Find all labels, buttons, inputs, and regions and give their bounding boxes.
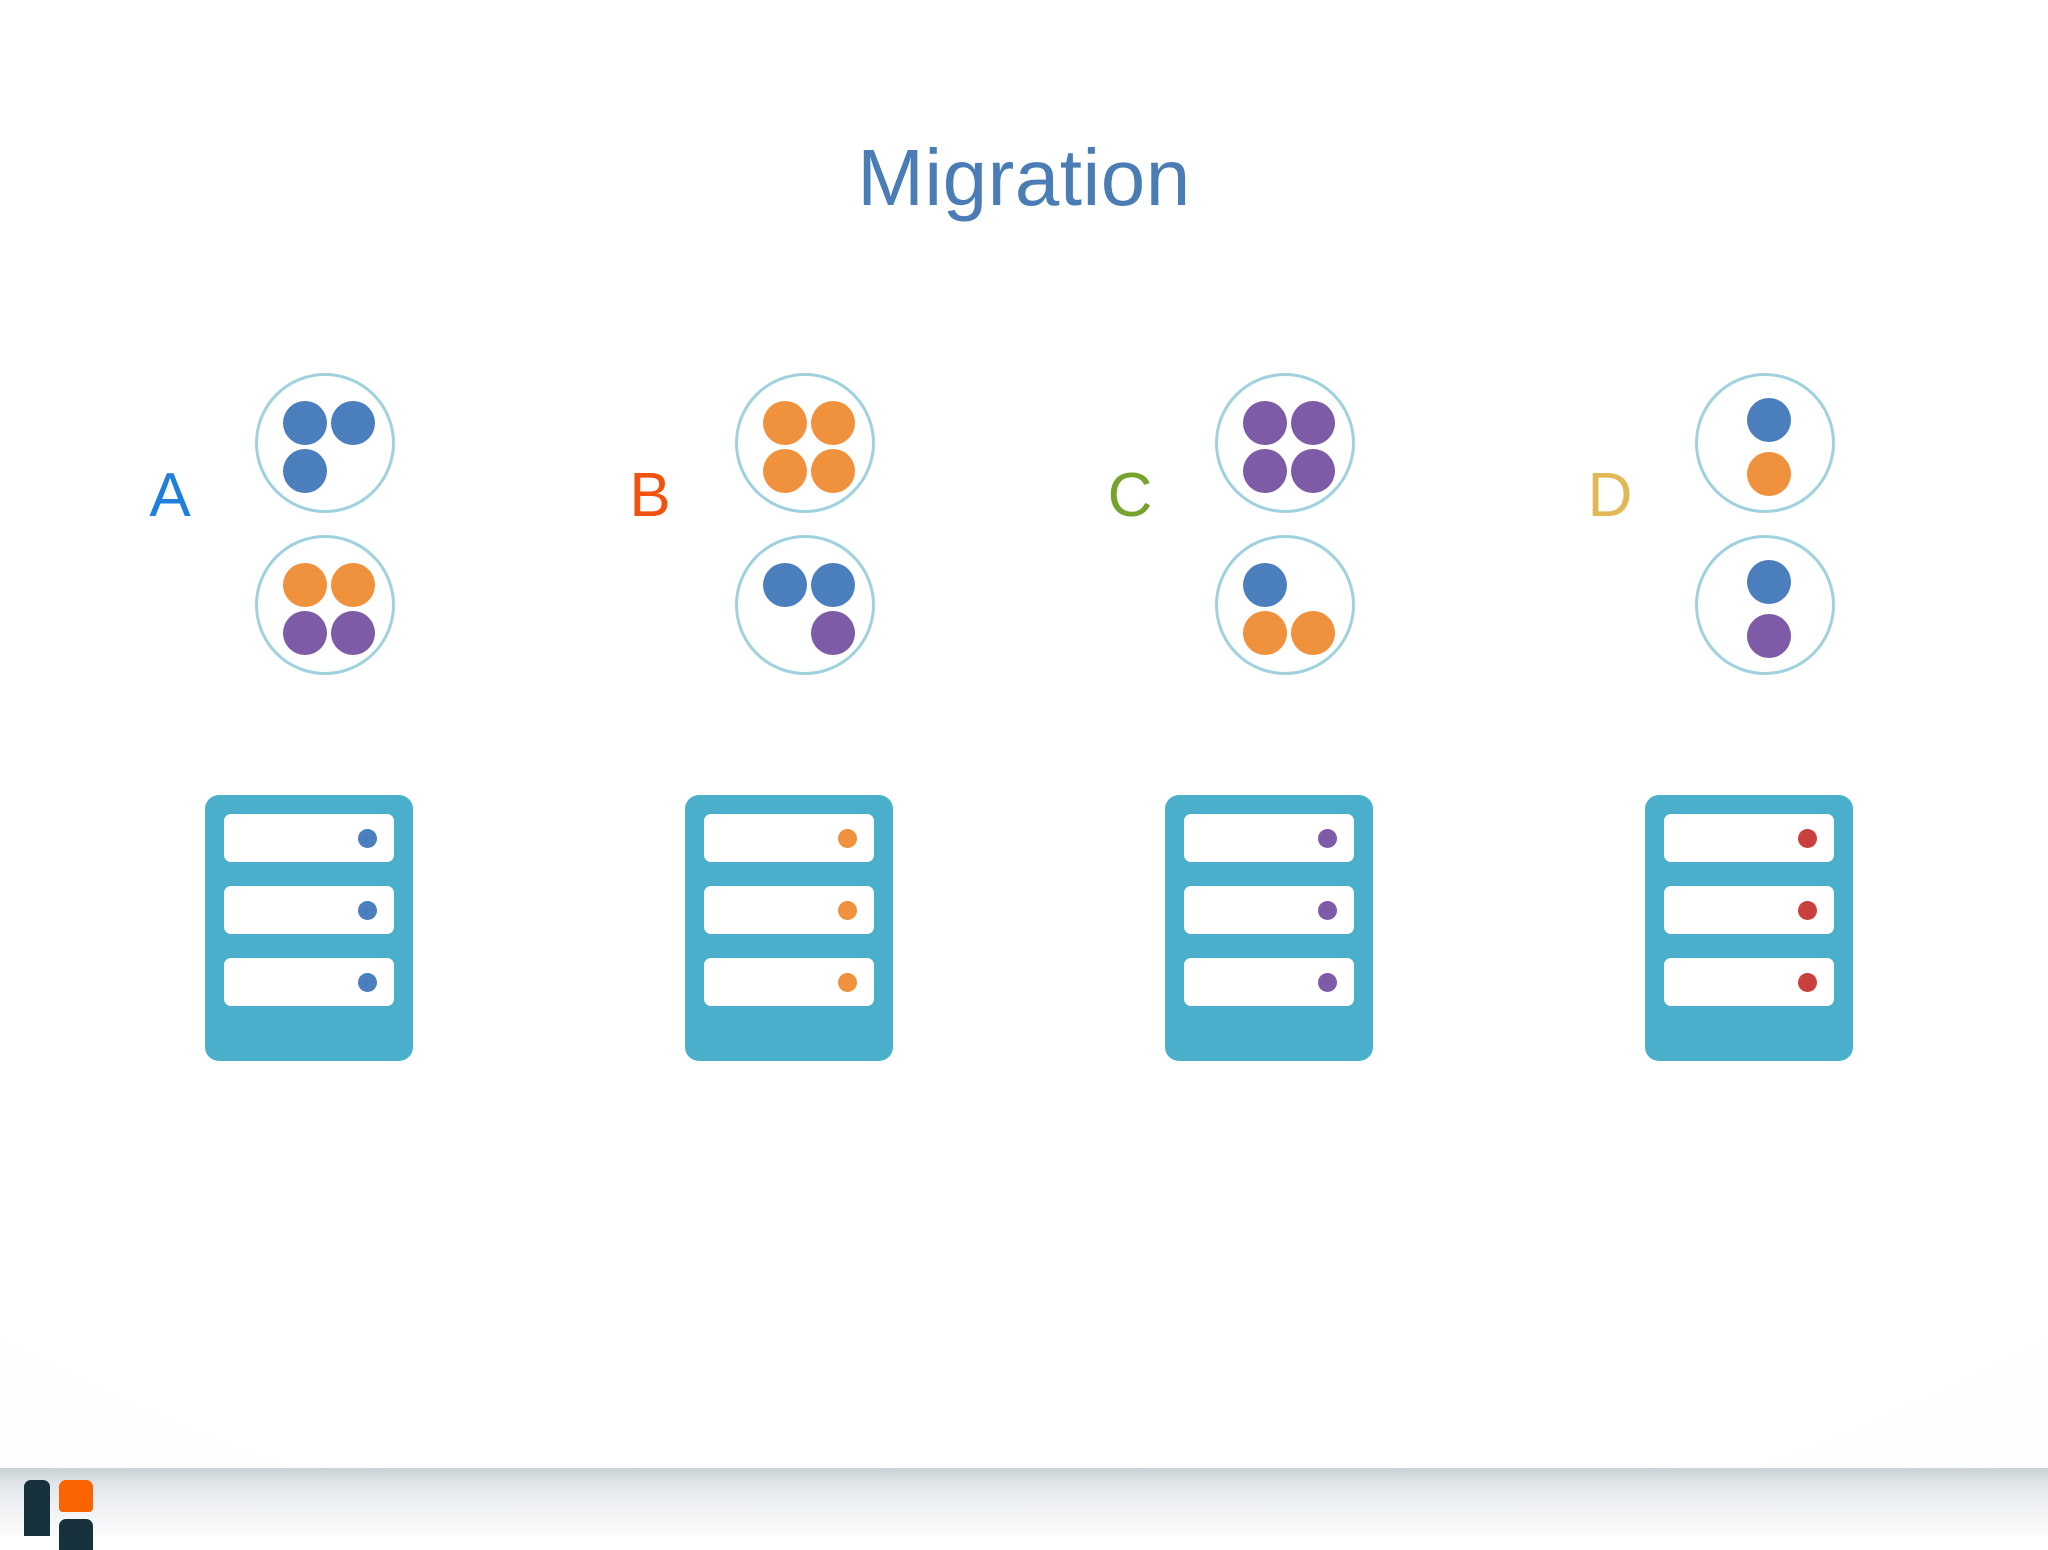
workload-dot-purple	[1747, 614, 1791, 658]
rack-slot	[704, 958, 874, 1006]
workload-dot-orange	[331, 563, 375, 607]
rack-led-icon	[1318, 973, 1337, 992]
rack-slot	[1664, 814, 1834, 862]
group-b: B	[590, 0, 1060, 1300]
page-title: Migration	[857, 133, 1191, 222]
group-d: D	[1550, 0, 2020, 1300]
workload-dot-blue	[283, 401, 327, 445]
group-b-label: B	[629, 461, 671, 530]
workload-dot-orange	[283, 563, 327, 607]
group-c: C	[1070, 0, 1540, 1300]
group-b-pool-bottom[interactable]	[735, 535, 875, 675]
workload-dot-orange	[1243, 611, 1287, 655]
group-a-pool-bottom[interactable]	[255, 535, 395, 675]
group-c-pool-top[interactable]	[1215, 373, 1355, 513]
group-d-pool-bottom[interactable]	[1695, 535, 1835, 675]
group-a: A	[110, 0, 580, 1300]
workload-dot-purple	[1291, 449, 1335, 493]
logo-dark-square-shape	[59, 1519, 93, 1550]
rack-slot	[1664, 958, 1834, 1006]
workload-dot-purple	[283, 611, 327, 655]
rack-slot	[224, 886, 394, 934]
group-a-pool-top[interactable]	[255, 373, 395, 513]
server-rack-c[interactable]	[1165, 795, 1373, 1061]
server-rack-b[interactable]	[685, 795, 893, 1061]
rack-slot	[224, 958, 394, 1006]
workload-dot-orange	[811, 449, 855, 493]
workload-dot-blue	[1243, 563, 1287, 607]
logo-orange-square-shape	[59, 1480, 93, 1512]
workload-dot-blue	[763, 563, 807, 607]
rack-led-icon	[358, 901, 377, 920]
group-d-label: D	[1587, 461, 1633, 530]
group-b-pool-top[interactable]	[735, 373, 875, 513]
workload-dot-blue	[1747, 560, 1791, 604]
workload-dot-purple	[811, 611, 855, 655]
workload-dot-purple	[331, 611, 375, 655]
rack-led-icon	[838, 829, 857, 848]
logo-bar-shape	[24, 1480, 50, 1536]
rack-led-icon	[1798, 901, 1817, 920]
workload-dot-purple	[1243, 401, 1287, 445]
rack-slot	[1664, 886, 1834, 934]
rack-led-icon	[358, 829, 377, 848]
workload-dot-orange	[763, 449, 807, 493]
group-a-label: A	[149, 461, 191, 530]
workload-dot-orange	[763, 401, 807, 445]
rack-led-icon	[838, 973, 857, 992]
workload-dot-orange	[1291, 611, 1335, 655]
rack-slot	[224, 814, 394, 862]
group-c-pool-bottom[interactable]	[1215, 535, 1355, 675]
workload-dot-purple	[1243, 449, 1287, 493]
workload-dot-blue	[811, 563, 855, 607]
server-rack-a[interactable]	[205, 795, 413, 1061]
rack-led-icon	[358, 973, 377, 992]
workload-dot-orange	[811, 401, 855, 445]
workload-dot-blue	[283, 449, 327, 493]
company-logo	[24, 1474, 108, 1550]
server-rack-d[interactable]	[1645, 795, 1853, 1061]
workload-dot-blue	[1747, 398, 1791, 442]
group-c-label: C	[1107, 461, 1153, 530]
workload-dot-blue	[331, 401, 375, 445]
rack-slot	[704, 814, 874, 862]
workload-dot-orange	[1747, 452, 1791, 496]
rack-led-icon	[1318, 829, 1337, 848]
group-d-pool-top[interactable]	[1695, 373, 1835, 513]
rack-slot	[1184, 814, 1354, 862]
rack-led-icon	[1798, 829, 1817, 848]
rack-slot	[1184, 958, 1354, 1006]
workload-dot-purple	[1291, 401, 1335, 445]
rack-led-icon	[1798, 973, 1817, 992]
footer-bar	[0, 1468, 2048, 1550]
rack-led-icon	[1318, 901, 1337, 920]
rack-led-icon	[838, 901, 857, 920]
rack-slot	[704, 886, 874, 934]
rack-slot	[1184, 886, 1354, 934]
